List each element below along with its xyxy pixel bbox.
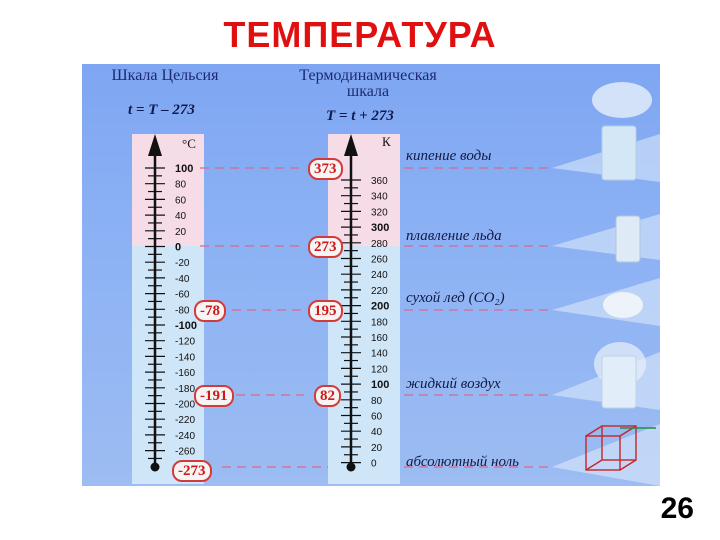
- kelvin-unit-label: К: [382, 134, 391, 149]
- kelvin-tick-label: 340: [371, 192, 388, 203]
- illustrations: [552, 82, 660, 486]
- page-number: 26: [660, 492, 694, 525]
- kelvin-tick-label: 240: [371, 270, 388, 281]
- celsius-unit-label: °C: [182, 136, 196, 151]
- celsius-tick-label: -20: [175, 258, 190, 269]
- celsius-tick-label: 60: [175, 195, 187, 206]
- celsius-tick-label: -80: [175, 305, 190, 316]
- light-beam: [552, 424, 660, 486]
- dry-ice-icon: [603, 292, 643, 318]
- kelvin-bottom-dot: [346, 462, 356, 472]
- kelvin-scale-header-line1: Термодинамическая: [299, 67, 437, 84]
- temperature-panel: Шкала Цельсия Термодинамическая шкала t …: [82, 64, 660, 486]
- kelvin-tick-label: 180: [371, 317, 388, 328]
- celsius-badge-absolute-zero: -273: [172, 460, 212, 482]
- celsius-tick-label: 0: [175, 242, 181, 254]
- kelvin-tick-label: 60: [371, 412, 383, 423]
- kelvin-cold-zone: [328, 246, 400, 484]
- celsius-bottom-dot: [150, 462, 160, 472]
- celsius-tick-label: -260: [175, 447, 195, 458]
- celsius-tick-label: 40: [175, 211, 187, 222]
- kelvin-tick-label: 320: [371, 207, 388, 218]
- celsius-tick-label: -120: [175, 337, 195, 348]
- celsius-tick-label: 20: [175, 227, 187, 238]
- celsius-tick-label: -160: [175, 368, 195, 379]
- kelvin-badge-liquid-air: 82: [314, 385, 341, 407]
- page-title: ТЕМПЕРАТУРА: [223, 14, 497, 55]
- celsius-tick-label: -100: [175, 320, 197, 332]
- celsius-tick-label: 80: [175, 180, 187, 191]
- kelvin-tick-label: 260: [371, 255, 388, 266]
- kelvin-scale-header-line2: шкала: [346, 83, 390, 100]
- kelvin-warm-zone: [328, 134, 400, 246]
- phase-label-absolute-zero: абсолютный ноль: [406, 454, 519, 470]
- kelvin-tick-label: 80: [371, 396, 383, 407]
- kelvin-badge-melting: 273: [308, 236, 343, 258]
- thermometer-scales: 100806040200-20-40-60-80-100-120-140-160…: [132, 82, 660, 486]
- celsius-tick-label: -60: [175, 290, 190, 301]
- kelvin-arrowhead: [344, 134, 358, 156]
- kelvin-tick-label: 140: [371, 349, 388, 360]
- celsius-badge-liquid-air: -191: [194, 385, 234, 407]
- celsius-cold-zone: [132, 246, 204, 484]
- celsius-tick-label: -240: [175, 431, 195, 442]
- kelvin-tick-label: 0: [371, 459, 377, 470]
- crystal-lattice-icon: [585, 425, 637, 471]
- celsius-tick-labels: 100 80 60 40 20 0 -20 -40 -60 -80 -100 -120 -140 -160…: [175, 163, 197, 458]
- kelvin-tick-label: 100: [371, 379, 389, 391]
- kelvin-tick-label: 40: [371, 427, 383, 438]
- kelvin-tick-label: 300: [371, 222, 389, 234]
- kelvin-tick-label: 120: [371, 364, 388, 375]
- light-beam: [552, 214, 660, 260]
- celsius-tick-label: -140: [175, 352, 195, 363]
- kelvin-badge-dry-ice: 195: [308, 300, 343, 322]
- celsius-scale-header: Шкала Цельсия: [111, 67, 219, 84]
- steam-cloud-icon: [592, 82, 652, 118]
- celsius-tick-label: -220: [175, 415, 195, 426]
- celsius-tick-label: -200: [175, 400, 195, 411]
- kelvin-ticks: [341, 179, 361, 464]
- phase-label-boiling: кипение воды: [406, 148, 492, 164]
- reference-lines: [200, 167, 552, 468]
- kelvin-tick-label: 200: [371, 301, 389, 313]
- phase-label-melting: плавление льда: [406, 228, 502, 244]
- kelvin-tick-labels: 3603403203002802602402202001801601401201…: [371, 176, 389, 470]
- kelvin-tick-label: 360: [371, 176, 388, 187]
- kelvin-tick-label: 20: [371, 443, 383, 454]
- celsius-badge-dry-ice: -78: [194, 300, 226, 322]
- phase-label-liquid-air: жидкий воздух: [406, 376, 501, 392]
- kelvin-tick-label: 160: [371, 333, 388, 344]
- glass-of-boiling-water-icon: [601, 125, 637, 181]
- celsius-tick-label: 100: [175, 163, 193, 175]
- kelvin-badge-boiling: 373: [308, 158, 343, 180]
- celsius-tick-label: -40: [175, 274, 190, 285]
- celsius-tick-label: -180: [175, 384, 195, 395]
- celsius-ticks: [145, 167, 165, 460]
- celsius-formula: t = T – 273: [128, 102, 195, 118]
- celsius-arrowhead: [148, 134, 162, 156]
- celsius-warm-zone: [132, 134, 204, 246]
- kelvin-tick-label: 220: [371, 286, 388, 297]
- ice-glass-icon: [615, 215, 641, 263]
- phase-label-dry-ice: сухой лед (CO₂): [406, 290, 505, 306]
- kelvin-formula: T = t + 273: [326, 108, 394, 124]
- liquid-air-flask-icon: [601, 355, 637, 409]
- kelvin-tick-label: 280: [371, 239, 388, 250]
